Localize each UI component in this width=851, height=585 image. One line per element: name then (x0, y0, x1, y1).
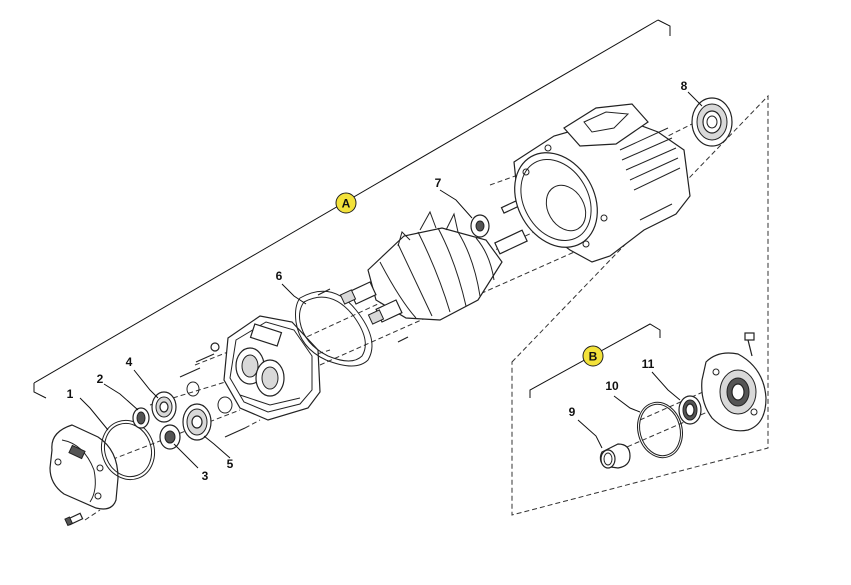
flange-screw (744, 332, 755, 357)
seal-cover-flange (701, 352, 767, 432)
label-part-1: 1 (67, 387, 74, 401)
label-part-10: 10 (605, 379, 619, 393)
part-labels: 1 2 4 3 5 6 7 8 9 10 11 (67, 79, 688, 483)
badge-assembly-a: A (335, 192, 357, 214)
label-part-5: 5 (227, 457, 234, 471)
label-part-6: 6 (276, 269, 283, 283)
o-ring-part-10 (637, 401, 683, 459)
rotor-pins (317, 288, 409, 343)
sleeve-part-9 (599, 443, 631, 469)
assembly-b-box (511, 94, 769, 516)
label-part-7: 7 (435, 176, 442, 190)
leader-lines (79, 91, 703, 469)
badge-assembly-b: B (582, 345, 604, 367)
label-part-2: 2 (97, 372, 104, 386)
screw-rotors (339, 200, 528, 325)
bearing-part-3 (159, 424, 181, 450)
bearing-part-7 (470, 214, 490, 238)
compressor-housing-part (513, 103, 691, 263)
bearing-part-4 (151, 391, 177, 423)
cover-screw (64, 512, 84, 527)
bolts-left (179, 342, 246, 438)
bearing-housing-part (223, 315, 321, 421)
label-part-9: 9 (569, 405, 576, 419)
seal-part-11 (678, 395, 702, 425)
label-part-3: 3 (202, 469, 209, 483)
bearing-part-8 (691, 97, 733, 147)
bearing-part-5 (182, 403, 212, 441)
o-ring-part (101, 419, 155, 481)
badge-b-text: B (589, 350, 598, 364)
label-part-4: 4 (126, 355, 133, 369)
seal-ring-small (132, 407, 150, 429)
label-part-11: 11 (642, 357, 655, 371)
label-part-8: 8 (681, 79, 688, 93)
badge-a-text: A (342, 197, 351, 211)
small-o-rings (186, 381, 233, 414)
